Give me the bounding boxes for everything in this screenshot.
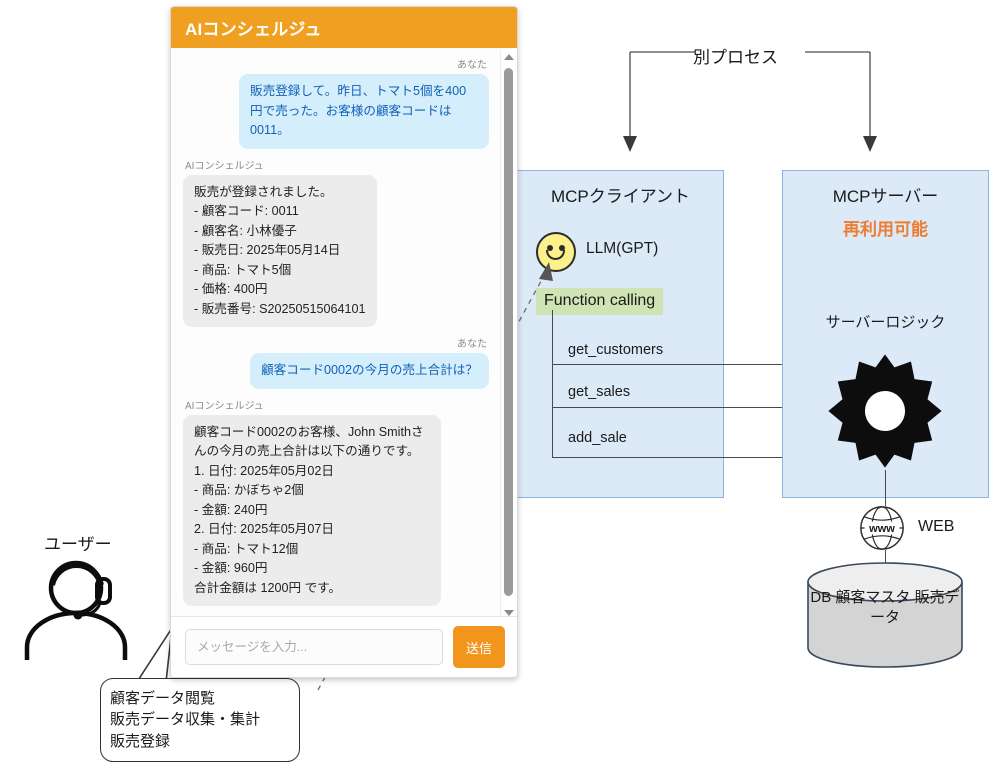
process-bracket (623, 51, 877, 152)
gear-icon (828, 354, 942, 468)
chat-panel: AIコンシェルジュ あなた 販売登録して。昨日、トマト5個を400円で売った。お… (170, 6, 518, 678)
smiley-face-icon (536, 232, 576, 272)
chat-header: AIコンシェルジュ (171, 7, 517, 48)
chat-message-list[interactable]: あなた 販売登録して。昨日、トマト5個を400円で売った。お客様の顧客コードは0… (171, 48, 517, 618)
svg-text:www: www (868, 523, 895, 535)
function-item-get-sales: get_sales (568, 384, 631, 400)
mcp-server-title: MCPサーバー (832, 187, 939, 206)
message-sender-label: AIコンシェルジュ (185, 160, 264, 172)
message-bubble: 顧客コード0002のお客様、John Smithさんの今月の売上合計は以下の通り… (183, 414, 441, 607)
scroll-up-icon[interactable] (501, 50, 516, 64)
database-cylinder-icon (807, 562, 963, 668)
user-label: ユーザー (44, 535, 112, 554)
globe-www-icon: www (860, 506, 904, 550)
chat-message-user-2: あなた 顧客コード0002の今月の売上合計は？ (183, 335, 489, 389)
process-bracket-label: 別プロセス (693, 48, 778, 67)
db-label: DB 顧客マスタ 販売データ (810, 589, 960, 626)
headset-user-icon (24, 560, 128, 660)
function-connector-3 (552, 457, 884, 458)
web-label: WEB (918, 518, 955, 535)
scroll-down-icon[interactable] (501, 606, 516, 620)
message-bubble: 販売登録して。昨日、トマト5個を400円で売った。お客様の顧客コードは0011。 (239, 74, 489, 149)
function-list-spine (552, 310, 553, 458)
message-input[interactable] (185, 629, 443, 665)
message-sender-label: AIコンシェルジュ (185, 400, 264, 412)
function-item-get-customers: get_customers (568, 342, 664, 358)
function-connector-1 (552, 364, 884, 365)
message-sender-label: あなた (457, 60, 487, 71)
gear-globe-connector (885, 470, 886, 506)
function-calling-label: Function calling (536, 288, 664, 315)
message-sender-label: あなた (457, 339, 487, 351)
server-logic-label: サーバーロジック (825, 314, 946, 331)
chat-to-llm-dashed-connector (317, 262, 553, 691)
mcp-client-title: MCPクライアント (550, 187, 691, 206)
chat-message-bot-2: AIコンシェルジュ 顧客コード0002のお客様、John Smithさんの今月の… (183, 397, 489, 607)
reusable-label: 再利用可能 (843, 220, 928, 239)
llm-label: LLM(GPT) (586, 240, 659, 257)
send-button[interactable]: 送信 (453, 626, 505, 668)
message-bubble: 顧客コード0002の今月の売上合計は？ (250, 353, 489, 389)
chat-message-user-1: あなた 販売登録して。昨日、トマト5個を400円で売った。お客様の顧客コードは0… (183, 56, 489, 149)
chat-footer: 送信 (171, 616, 517, 677)
chat-title: AIコンシェルジュ (185, 20, 322, 39)
chat-scrollbar[interactable] (500, 50, 515, 620)
function-connector-2 (552, 407, 834, 408)
function-item-add-sale: add_sale (568, 430, 627, 446)
callout-box (100, 678, 300, 762)
message-bubble: 販売が登録されました。 - 顧客コード: 0011 - 顧客名: 小林優子 - … (183, 174, 377, 328)
chat-scrollbar-thumb[interactable] (504, 68, 513, 596)
callout-text: 顧客データ閲覧 販売データ収集・集計 販売登録 (110, 690, 261, 750)
chat-message-bot-1: AIコンシェルジュ 販売が登録されました。 - 顧客コード: 0011 - 顧客… (183, 157, 489, 328)
globe-db-connector (885, 550, 886, 570)
